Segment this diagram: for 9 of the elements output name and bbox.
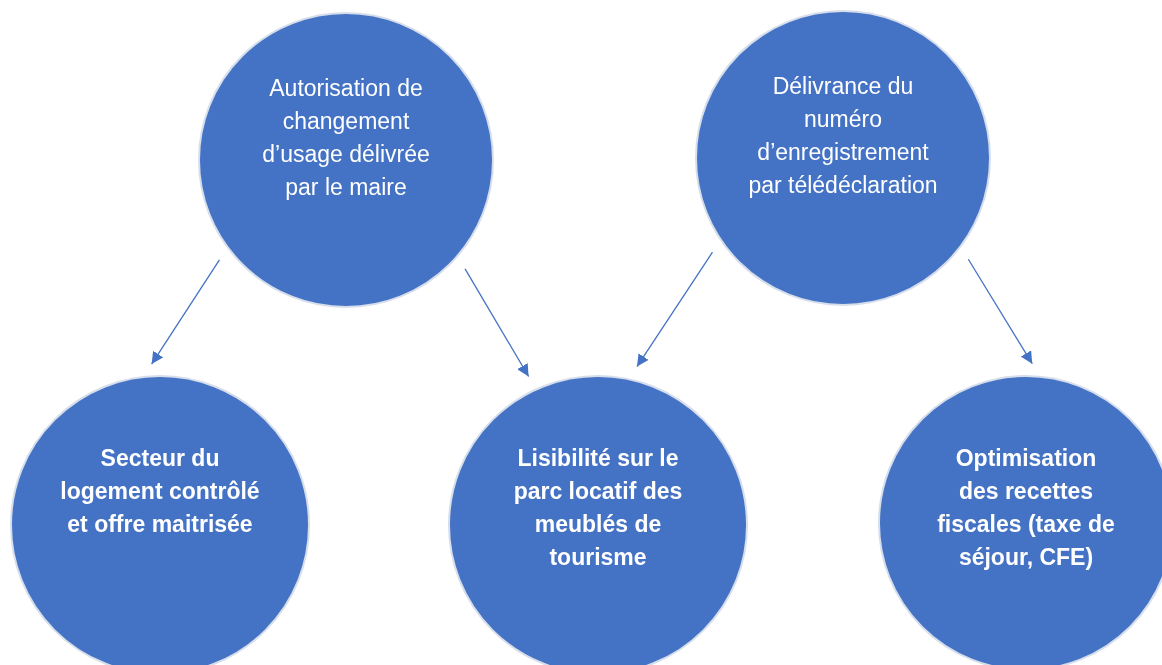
node-label: Secteur du logement contrôlé et offre maitrisée <box>60 444 260 539</box>
arrow <box>967 258 1033 365</box>
node-label: Délivrance du numéro d’enregistrement par télédéclaration <box>747 72 939 200</box>
arrow <box>464 268 530 378</box>
arrow <box>150 259 221 365</box>
arrow <box>636 251 714 368</box>
node-label: Optimisation des recettes fiscales (taxe de séjour, CFE) <box>936 444 1116 572</box>
node-label: Autorisation de changement d’usage délivrée par le maire <box>261 74 431 202</box>
node-label: Lisibilité sur le parc locatif des meublés de tourisme <box>512 444 684 572</box>
